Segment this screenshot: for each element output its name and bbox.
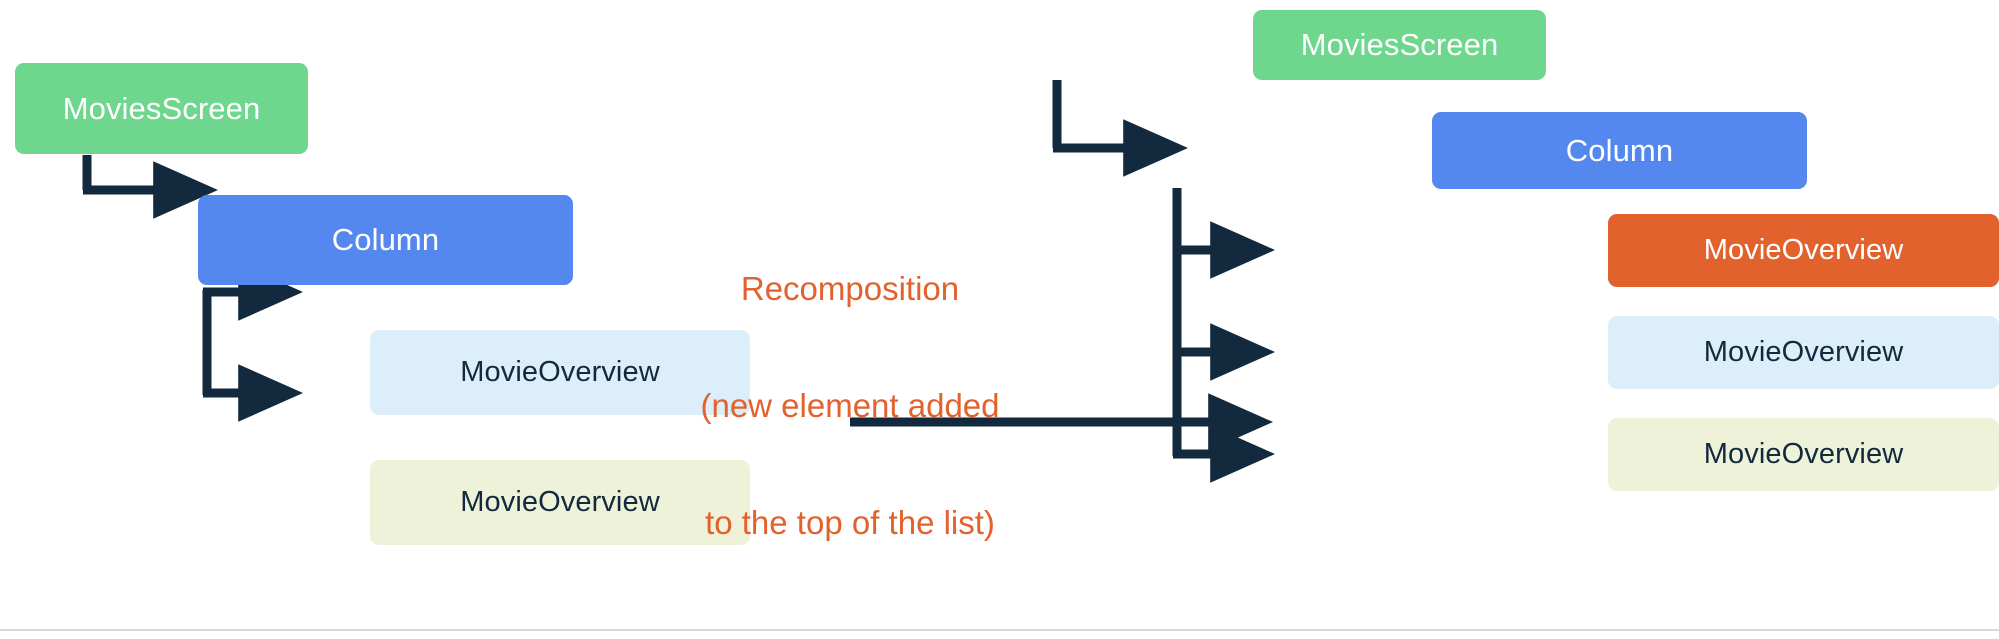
transition-caption: Recomposition (new element added to the …: [660, 192, 1040, 620]
transition-caption-line-1: Recomposition: [740, 269, 960, 307]
before-column-node[interactable]: Column: [198, 195, 573, 285]
edge-left-column-trunk: [202, 263, 303, 422]
edge-right-column-trunk: [1172, 188, 1275, 483]
edge-left-screen-to-column: [82, 155, 218, 219]
edge-right-screen-to-column: [1052, 80, 1188, 177]
after-item-0-new[interactable]: MovieOverview: [1608, 214, 1999, 287]
transition-caption-line-3: to the top of the list): [705, 503, 995, 541]
before-item-0[interactable]: MovieOverview: [370, 330, 750, 415]
after-item-2[interactable]: MovieOverview: [1608, 418, 1999, 491]
after-screen-node[interactable]: MoviesScreen: [1253, 10, 1546, 80]
after-column-node[interactable]: Column: [1432, 112, 1807, 189]
after-item-1[interactable]: MovieOverview: [1608, 316, 1999, 389]
bottom-divider: [0, 629, 1999, 631]
before-item-1[interactable]: MovieOverview: [370, 460, 750, 545]
transition-caption-line-2: (new element added: [700, 386, 1000, 424]
before-screen-node[interactable]: MoviesScreen: [15, 63, 308, 154]
